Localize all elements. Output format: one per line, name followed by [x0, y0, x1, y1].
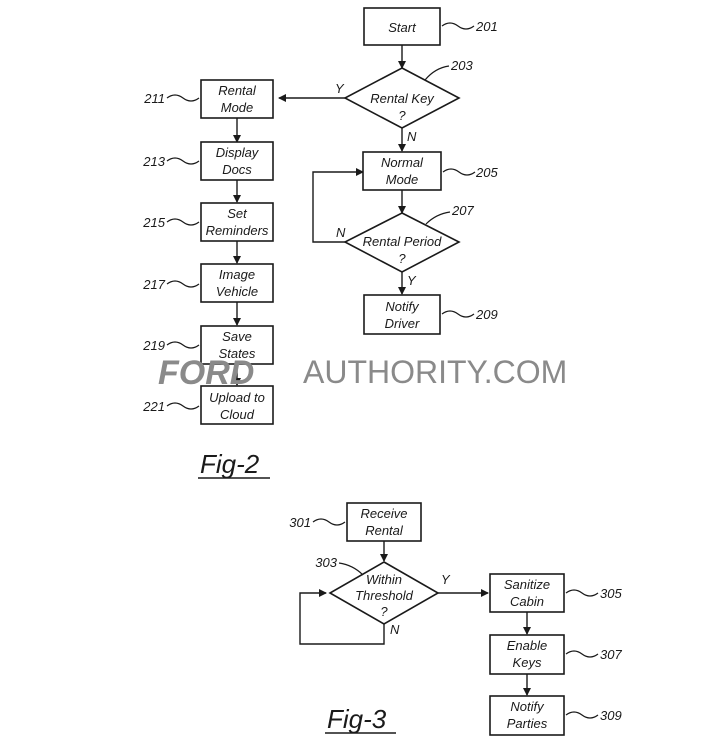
- watermark: FORD AUTHORITY.COM: [158, 354, 567, 392]
- ref-307: 307: [600, 647, 622, 662]
- node-rental-mode-line2: Mode: [221, 100, 254, 115]
- node-threshold-line2: Threshold: [355, 588, 414, 603]
- ref-leader: [441, 310, 475, 318]
- label-threshold-yes: Y: [441, 572, 451, 587]
- node-upload-line2: Cloud: [220, 407, 255, 422]
- label-period-no: N: [336, 225, 346, 240]
- ref-leader: [425, 211, 451, 225]
- watermark-brand: FORD: [158, 354, 254, 392]
- ref-leader: [166, 341, 200, 349]
- ref-leader: [424, 65, 450, 81]
- ref-207: 207: [451, 203, 474, 218]
- node-save-states-line2: States: [219, 346, 256, 361]
- node-start: Start 201: [363, 7, 498, 46]
- ref-leader: [565, 650, 599, 658]
- fig3-diagram: Y N Receive Rental 301 Within Threshold …: [289, 502, 622, 736]
- node-rental-period-label: Rental Period: [363, 234, 443, 249]
- ref-leader: [565, 711, 599, 719]
- node-notify-driver-line2: Driver: [385, 316, 420, 331]
- label-key-yes: Y: [335, 81, 345, 96]
- node-notify-parties-line1: Notify: [510, 699, 545, 714]
- fig2-title: Fig-2: [200, 449, 260, 479]
- ref-301: 301: [289, 515, 311, 530]
- ref-leader: [441, 22, 475, 30]
- node-enable-line1: Enable: [507, 638, 547, 653]
- ref-leader: [565, 589, 599, 597]
- node-display-docs-line1: Display: [216, 145, 260, 160]
- node-normal-mode-line1: Normal: [381, 155, 424, 170]
- ref-221: 221: [142, 399, 165, 414]
- ref-213: 213: [142, 154, 165, 169]
- node-rental-key-decision: Rental Key ? 203: [343, 58, 473, 129]
- node-within-threshold-decision: Within Threshold ? 303: [315, 555, 440, 625]
- ref-309: 309: [600, 708, 622, 723]
- ref-305: 305: [600, 586, 622, 601]
- node-notify-parties-line2: Parties: [507, 716, 548, 731]
- ref-leader: [166, 402, 200, 410]
- ref-leader: [166, 94, 200, 102]
- ref-leader: [338, 562, 364, 576]
- node-notify-driver: Notify Driver 209: [363, 294, 498, 335]
- node-rental-period-q: ?: [398, 251, 406, 266]
- node-receive-rental: Receive Rental 301: [289, 502, 422, 542]
- node-rental-mode-line1: Rental: [218, 83, 257, 98]
- node-save-states-line1: Save: [222, 329, 252, 344]
- fig2-edges: [233, 45, 406, 386]
- ref-201: 201: [475, 19, 498, 34]
- fig3-title: Fig-3: [327, 704, 387, 734]
- label-threshold-no: N: [390, 622, 400, 637]
- node-set-reminders-line1: Set: [227, 206, 248, 221]
- node-notify-parties: Notify Parties 309: [489, 695, 622, 736]
- ref-leader: [166, 280, 200, 288]
- label-key-no: N: [407, 129, 417, 144]
- ref-leader: [166, 218, 200, 226]
- ref-219: 219: [142, 338, 165, 353]
- node-notify-driver-line1: Notify: [385, 299, 420, 314]
- node-normal-mode-line2: Mode: [386, 172, 419, 187]
- node-set-reminders: Set Reminders 215: [142, 202, 274, 242]
- ref-205: 205: [475, 165, 498, 180]
- node-upload-line1: Upload to: [209, 390, 265, 405]
- node-start-label: Start: [388, 20, 417, 35]
- node-sanitize-cabin: Sanitize Cabin 305: [489, 573, 622, 613]
- ref-leader: [166, 157, 200, 165]
- ref-leader: [312, 518, 346, 526]
- ref-215: 215: [142, 215, 165, 230]
- ref-217: 217: [142, 277, 165, 292]
- ref-209: 209: [475, 307, 498, 322]
- edge-threshold-loop: [299, 589, 385, 645]
- node-threshold-q: ?: [380, 604, 388, 619]
- node-rental-period-decision: Rental Period ? 207: [343, 203, 474, 273]
- label-period-yes: Y: [407, 273, 417, 288]
- edge-rental-period-loop-to-normal-mode: [312, 168, 364, 243]
- node-image-vehicle-line1: Image: [219, 267, 255, 282]
- node-threshold-line1: Within: [366, 572, 402, 587]
- ref-211: 211: [143, 91, 165, 106]
- node-enable-keys: Enable Keys 307: [489, 634, 622, 675]
- node-image-vehicle-line2: Vehicle: [216, 284, 258, 299]
- watermark-suffix: AUTHORITY.COM: [303, 354, 567, 390]
- node-rental-key-label: Rental Key: [370, 91, 435, 106]
- node-display-docs-line2: Docs: [222, 162, 252, 177]
- node-display-docs: Display Docs 213: [142, 141, 274, 181]
- node-save-states: Save States 219: [142, 325, 274, 365]
- node-normal-mode: Normal Mode 205: [362, 151, 498, 191]
- node-enable-line2: Keys: [513, 655, 542, 670]
- node-set-reminders-line2: Reminders: [206, 223, 269, 238]
- node-rental-key-q: ?: [398, 108, 406, 123]
- ref-leader: [442, 168, 476, 176]
- node-upload-to-cloud: Upload to Cloud 221: [142, 385, 274, 425]
- node-sanitize-line1: Sanitize: [504, 577, 550, 592]
- fig3-edges: [299, 541, 531, 696]
- node-receive-line2: Rental: [365, 523, 404, 538]
- node-sanitize-line2: Cabin: [510, 594, 544, 609]
- node-receive-line1: Receive: [361, 506, 408, 521]
- ref-303: 303: [315, 555, 337, 570]
- node-image-vehicle: Image Vehicle 217: [142, 263, 274, 303]
- fig2-diagram: Y N N Y Start 201 Rental Key ? 203 Norma…: [142, 7, 498, 479]
- ref-203: 203: [450, 58, 473, 73]
- node-rental-mode: Rental Mode 211: [143, 79, 274, 119]
